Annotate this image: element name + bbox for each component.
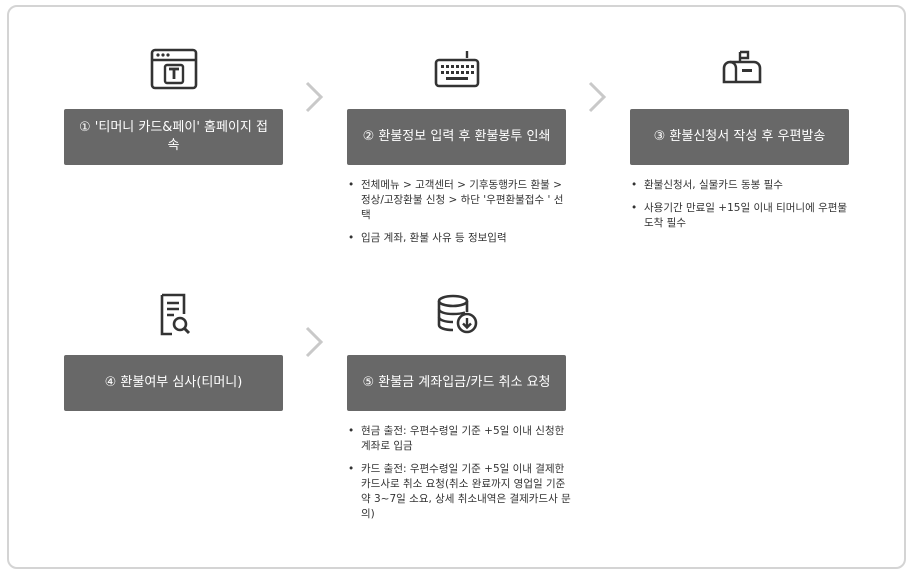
step-3-box: ③ 환불신청서 작성 후 우편발송 xyxy=(630,109,849,165)
chevron-right-icon xyxy=(303,80,327,114)
step-3-notes: 환불신청서, 실물카드 동봉 필수 사용기간 만료일 +15일 이내 티머니에 … xyxy=(630,178,855,239)
step-4-box: ④ 환불여부 심사(티머니) xyxy=(64,355,283,411)
keyboard-icon xyxy=(347,44,566,94)
list-item: 입금 계좌, 환불 사유 등 정보입력 xyxy=(347,231,572,246)
step-2-notes: 전체메뉴 > 고객센터 > 기후동행카드 환불 > 정상/고장환불 신청 > 하… xyxy=(347,178,572,254)
step-2-box: ② 환불정보 입력 후 환불봉투 인쇄 xyxy=(347,109,566,165)
mailbox-icon xyxy=(630,44,849,94)
list-item: 현금 출전: 우편수령일 기준 +5일 이내 신청한 계좌로 입금 xyxy=(347,424,572,454)
step-1-box: ① '티머니 카드&페이' 홈페이지 접속 xyxy=(64,109,283,165)
list-item: 카드 출전: 우편수령일 기준 +5일 이내 결제한 카드사로 취소 요청(취소… xyxy=(347,462,572,522)
list-item: 사용기간 만료일 +15일 이내 티머니에 우편물 도착 필수 xyxy=(630,201,855,231)
database-download-icon xyxy=(347,290,566,340)
step-5-box: ⑤ 환불금 계좌입금/카드 취소 요청 xyxy=(347,355,566,411)
list-item: 환불신청서, 실물카드 동봉 필수 xyxy=(630,178,855,193)
step-5-notes: 현금 출전: 우편수령일 기준 +5일 이내 신청한 계좌로 입금 카드 출전:… xyxy=(347,424,572,530)
browser-t-icon xyxy=(64,44,283,94)
list-item: 전체메뉴 > 고객센터 > 기후동행카드 환불 > 정상/고장환불 신청 > 하… xyxy=(347,178,572,223)
chevron-right-icon xyxy=(303,325,327,359)
chevron-right-icon xyxy=(586,80,610,114)
document-search-icon xyxy=(64,290,283,340)
